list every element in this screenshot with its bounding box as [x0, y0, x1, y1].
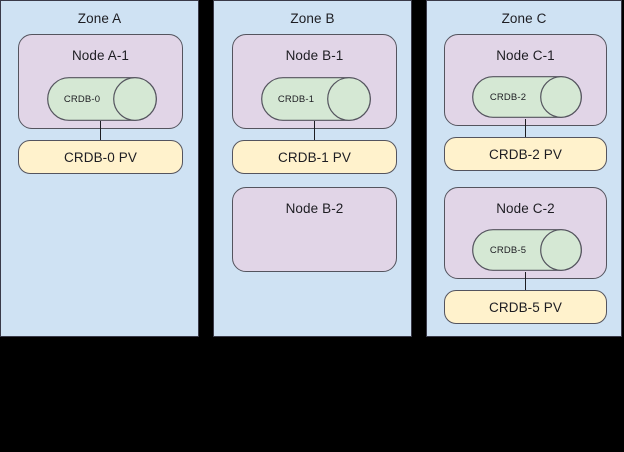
crdb-2-pv-box: CRDB-2 PV	[444, 137, 607, 171]
zone-b-container: Zone B Node B-1 CRDB-1 CRDB-1 PV Node B-…	[213, 0, 412, 337]
crdb-2-cylinder: CRDB-2	[472, 76, 582, 118]
zone-a-container: Zone A Node A-1 CRDB-0 CRDB-0 PV	[0, 0, 199, 337]
crdb-1-cylinder: CRDB-1	[261, 77, 371, 121]
crdb-1-pv-box: CRDB-1 PV	[232, 140, 397, 174]
connector-node-a-1-to-crdb-0-pv	[100, 121, 101, 141]
zone-c-title: Zone C	[501, 11, 547, 26]
node-a-1-title: Node A-1	[71, 48, 130, 63]
crdb-0-pv-label: CRDB-0 PV	[64, 149, 137, 165]
node-b-1-box: Node B-1 CRDB-1	[232, 34, 397, 129]
zone-a-title: Zone A	[77, 11, 122, 26]
zone-c-container: Zone C Node C-1 CRDB-2 CRDB-2 PV Node C-…	[426, 0, 622, 337]
connector-node-c-1-to-crdb-2-pv	[525, 119, 526, 138]
node-c-1-title: Node C-1	[496, 48, 555, 63]
node-c-1-box: Node C-1 CRDB-2	[444, 34, 607, 126]
crdb-5-pv-label: CRDB-5 PV	[489, 299, 562, 315]
crdb-5-cylinder: CRDB-5	[472, 229, 582, 271]
node-b-2-title: Node B-2	[285, 201, 344, 216]
crdb-2-pv-label: CRDB-2 PV	[489, 146, 562, 162]
connector-node-c-2-to-crdb-5-pv	[525, 272, 526, 291]
zone-b-title: Zone B	[290, 11, 335, 26]
connector-node-b-1-to-crdb-1-pv	[314, 121, 315, 141]
crdb-0-pv-box: CRDB-0 PV	[18, 140, 183, 174]
node-a-1-box: Node A-1 CRDB-0	[18, 34, 183, 129]
crdb-0-cylinder: CRDB-0	[47, 77, 157, 121]
node-c-2-box: Node C-2 CRDB-5	[444, 187, 607, 279]
crdb-1-pv-label: CRDB-1 PV	[278, 149, 351, 165]
crdb-5-pv-box: CRDB-5 PV	[444, 290, 607, 324]
node-b-2-box: Node B-2	[232, 187, 397, 272]
node-b-1-title: Node B-1	[285, 48, 344, 63]
node-c-2-title: Node C-2	[496, 201, 555, 216]
